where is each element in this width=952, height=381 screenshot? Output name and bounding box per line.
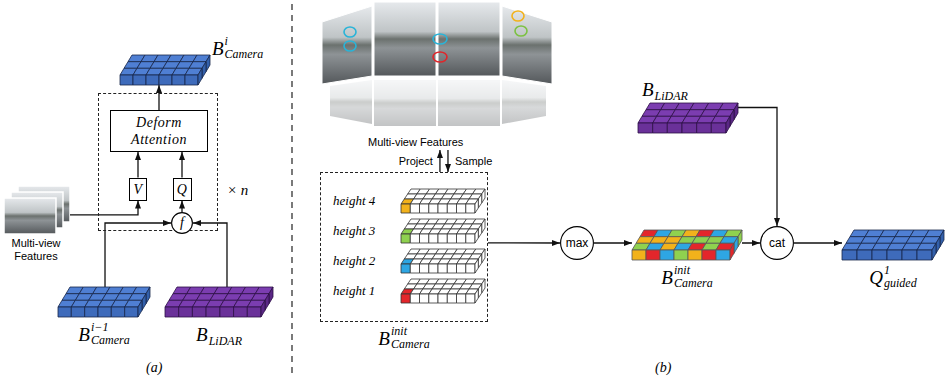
arrow-connector	[70, 201, 138, 215]
value-box: V	[129, 178, 147, 201]
panel-label: (b)	[655, 360, 671, 376]
layer-label: height 4	[333, 193, 375, 209]
arrow-connector	[105, 223, 171, 287]
image-stack: Multi-view Features	[4, 186, 70, 234]
arrow-connector	[447, 150, 448, 172]
subscript: Camera	[674, 277, 713, 290]
lidar-bev-grid: BLiDAR	[165, 287, 273, 317]
math-label: BinitCamera	[661, 264, 712, 290]
height-layer: height 4	[333, 189, 485, 213]
grid-slab	[58, 287, 150, 317]
panorama-images: Multi-view Features	[322, 2, 554, 150]
symbol: B	[212, 38, 224, 59]
layer-label: height 3	[333, 223, 375, 239]
superscript: i−1	[91, 321, 130, 334]
colored-bev-grid: BinitCamera	[632, 230, 742, 260]
superscript: init	[391, 325, 430, 338]
symbol: B	[196, 324, 208, 345]
subscript: LiDAR	[209, 335, 242, 348]
subscript: LiDAR	[655, 90, 688, 103]
box-label: Deform Attention	[111, 114, 207, 148]
height-layer: height 1	[333, 279, 485, 303]
arrow-connector	[193, 223, 227, 287]
grid-slab	[401, 219, 485, 243]
grid-slab	[401, 249, 485, 273]
math-label: Q1guided	[869, 264, 916, 290]
symbol: B	[78, 324, 90, 345]
panel-label: (a)	[146, 360, 162, 376]
math-label: Bi−1Camera	[78, 321, 129, 347]
subscript: Camera	[391, 338, 430, 351]
symbol: Q	[869, 267, 883, 288]
grid-slab	[638, 103, 738, 133]
concat-op: cat	[760, 226, 794, 260]
layer-label: height 1	[333, 283, 375, 299]
box-label: V	[133, 181, 142, 198]
edge-label: Sample	[454, 155, 493, 168]
math-label: BLiDAR	[196, 321, 242, 348]
repeat-block: Deform AttentionVQf× n	[98, 93, 218, 231]
subscript: guided	[884, 277, 917, 290]
image-caption: Multi-view Features	[4, 237, 68, 263]
layer-label: height 2	[333, 253, 375, 269]
arrow-connector	[181, 152, 182, 178]
camera-bev-grid: BiCamera	[120, 55, 210, 85]
query-grid: Q1guided	[842, 230, 944, 260]
arrow-connector	[594, 242, 632, 243]
height-layer: height 2	[333, 249, 485, 273]
grid-slab	[120, 55, 210, 85]
grid-slab	[401, 189, 485, 213]
math-label: BiCamera	[212, 35, 263, 61]
panorama-images	[322, 2, 552, 126]
symbol: B	[661, 267, 673, 288]
symbol: B	[378, 328, 390, 349]
math-label: BinitCamera	[378, 325, 429, 351]
arrow-connector	[158, 85, 159, 110]
grid-slab	[401, 279, 485, 303]
superscript: i	[225, 35, 264, 48]
arrow-connector	[738, 108, 777, 227]
camera-bev-grid: Bi−1Camera	[58, 287, 150, 317]
symbol: B	[642, 79, 654, 100]
superscript: 1	[884, 264, 917, 277]
camera-images	[4, 186, 70, 234]
circle-label: f	[180, 216, 184, 230]
math-label: BLiDAR	[642, 76, 688, 103]
max-op: max	[560, 226, 594, 260]
circle-label: cat	[769, 236, 785, 250]
arrow-connector	[488, 242, 560, 243]
box-label: Q	[177, 181, 188, 198]
grid-slab	[165, 287, 273, 317]
query-box: Q	[173, 178, 192, 201]
arrow-connector	[137, 152, 138, 178]
superscript: init	[674, 264, 713, 277]
fusion-circle: f	[171, 212, 193, 234]
image-caption: Multi-view Features	[368, 136, 463, 149]
lidar-bev-grid: BLiDAR	[638, 103, 738, 133]
repeat-count: × n	[227, 182, 248, 199]
subscript: Camera	[225, 48, 264, 61]
subscript: Camera	[91, 334, 130, 347]
arrow-connector	[742, 242, 760, 243]
arrow-connector	[439, 150, 440, 172]
grid-slab	[842, 230, 944, 260]
height-layer: height 3	[333, 219, 485, 243]
separator	[291, 4, 292, 377]
height-stack-block: height 4height 3height 2height 1BinitCam…	[320, 172, 488, 322]
edge-label: Project	[398, 155, 434, 168]
circle-label: max	[566, 236, 589, 250]
arrow-connector	[181, 201, 182, 213]
arrow-connector	[794, 242, 842, 243]
grid-slab	[632, 230, 742, 260]
process-box: Deform Attention	[110, 110, 208, 152]
